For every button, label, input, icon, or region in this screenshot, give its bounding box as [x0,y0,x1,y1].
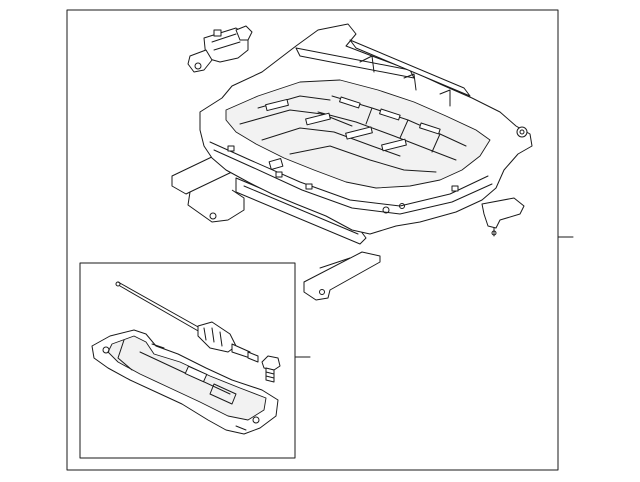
bolt [262,356,280,382]
outer-frame [67,10,558,470]
cable-actuator [116,282,258,362]
motor-bracket-tray [92,330,278,434]
seat-frame-assembly [172,24,532,300]
inset-frame [80,263,295,458]
seat-motor [188,26,252,72]
